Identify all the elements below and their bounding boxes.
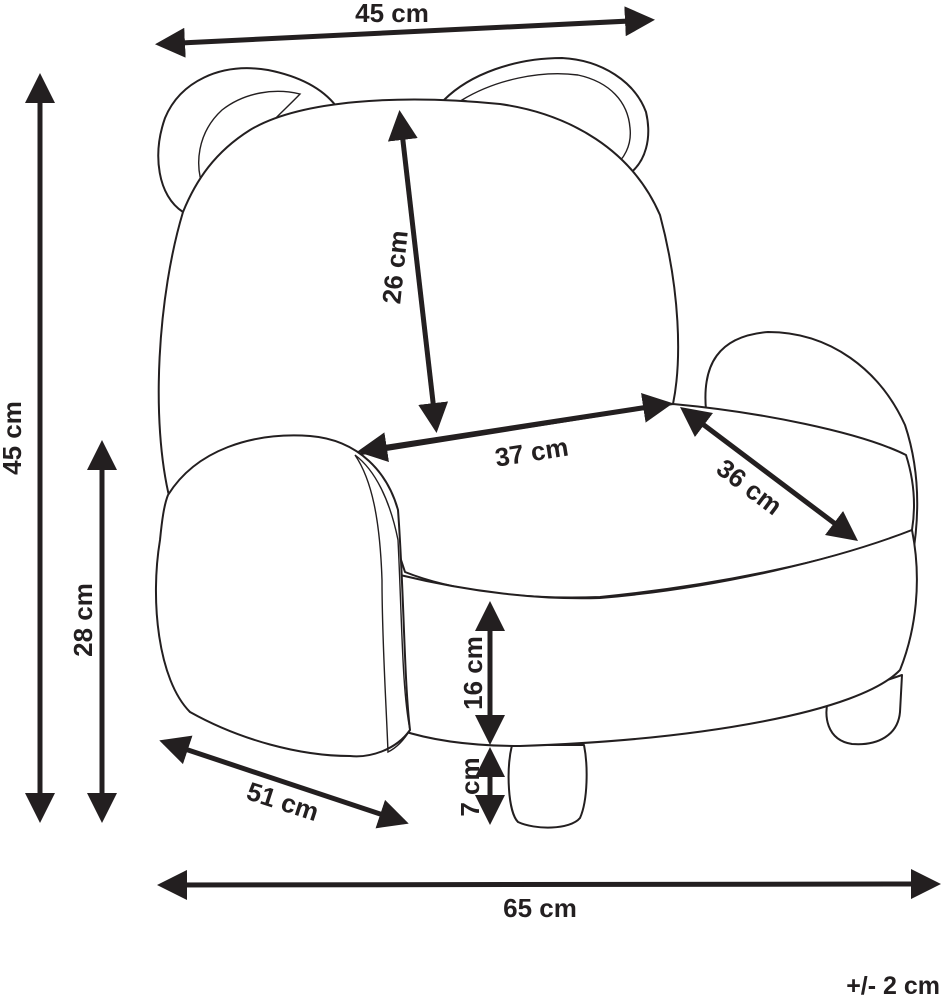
label-total-width: 65 cm <box>503 893 577 923</box>
seat-base <box>396 529 918 747</box>
dim-line-seat-width <box>357 392 673 463</box>
back-leg <box>825 674 903 746</box>
label-leg-height: 7 cm <box>455 757 485 816</box>
label-total-height: 45 cm <box>0 401 27 475</box>
dim-line-total-width <box>157 869 941 900</box>
label-arm-height: 28 cm <box>68 583 98 657</box>
dimension-lines <box>25 6 941 900</box>
dim-line-seat-depth <box>680 406 858 542</box>
dim-line-backrest-height <box>387 110 449 433</box>
left-armrest <box>154 434 411 758</box>
dim-line-top-width <box>155 6 655 58</box>
front-leg <box>507 744 588 829</box>
label-top-width: 45 cm <box>355 0 429 28</box>
label-seat-thickness: 16 cm <box>458 636 488 710</box>
tolerance-note: +/- 2 cm <box>846 972 940 1000</box>
dim-line-depth <box>159 735 409 829</box>
